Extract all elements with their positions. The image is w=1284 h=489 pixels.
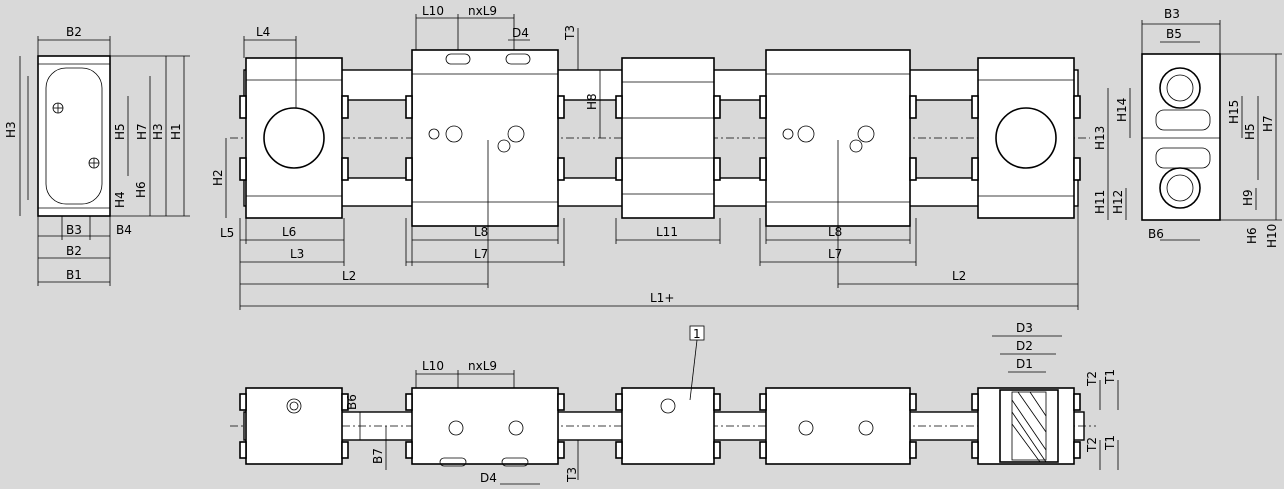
dim-L8-left: L8	[474, 225, 488, 239]
dim-right-B6: B6	[1148, 227, 1164, 241]
dim-L3: L3	[290, 247, 304, 261]
dim-D3: D3	[1016, 321, 1033, 335]
dim-left-H3-b: H3	[151, 123, 165, 140]
dim-L4: L4	[256, 25, 270, 39]
dim-left-H5: H5	[113, 123, 127, 140]
dim-B7: B7	[371, 448, 385, 464]
dim-H8: H8	[585, 93, 599, 110]
dim-left-B2-top: B2	[66, 25, 82, 39]
dim-L11: L11	[656, 225, 678, 239]
carriage-block-1	[411, 49, 559, 227]
dim-L2-left: L2	[342, 269, 356, 283]
dim-H2: H2	[211, 169, 225, 186]
dim-left-H3-a: H3	[4, 121, 18, 138]
dim-L2-right: L2	[952, 269, 966, 283]
dim-D4-bottom: D4	[480, 471, 497, 485]
dim-left-B4: B4	[116, 223, 132, 237]
dim-D2: D2	[1016, 339, 1033, 353]
front-view: L4 L10 nxL9 D4 T3 H2 H8 L5 L6 L3 L2 L8 L…	[211, 4, 1090, 310]
dim-T3-top: T3	[563, 25, 577, 41]
end-block-left	[245, 57, 343, 219]
dim-right-H9: H9	[1241, 189, 1255, 206]
dim-T1-lower: T1	[1103, 435, 1117, 451]
dim-right-H11: H11	[1093, 190, 1107, 214]
left-end-view: B2 H3 H5 H7 H3 H1 H6 H4 B3 B4 B2 B1	[4, 25, 190, 286]
dim-T3-bottom: T3	[565, 467, 579, 483]
dim-L7-left: L7	[474, 247, 488, 261]
dim-right-H7: H7	[1261, 115, 1275, 132]
dim-D1: D1	[1016, 357, 1033, 371]
dim-right-H6: H6	[1245, 227, 1259, 244]
dim-D4-top: D4	[512, 26, 529, 40]
dim-L6: L6	[282, 225, 296, 239]
dim-left-B2-bottom: B2	[66, 244, 82, 258]
callout-1: 1	[693, 327, 701, 341]
dim-left-H4: H4	[113, 191, 127, 208]
dim-nxL9-bottom: nxL9	[468, 359, 497, 373]
dim-L10-bottom: L10	[422, 359, 444, 373]
dim-right-H10: H10	[1265, 224, 1279, 248]
dim-L8-right: L8	[828, 225, 842, 239]
dim-left-B3: B3	[66, 223, 82, 237]
dim-left-H7: H7	[135, 123, 149, 140]
dim-right-H15: H15	[1227, 100, 1241, 124]
dim-T2-lower: T2	[1085, 437, 1099, 453]
dim-L7-right: L7	[828, 247, 842, 261]
center-block	[621, 57, 715, 219]
dim-right-H5: H5	[1243, 123, 1257, 140]
dim-B6-bottom: B6	[345, 394, 359, 410]
dim-left-H1: H1	[169, 123, 183, 140]
dim-right-H13: H13	[1093, 126, 1107, 150]
dim-nxL9-top: nxL9	[468, 4, 497, 18]
dim-L5: L5	[220, 226, 234, 240]
dim-T2-upper: T2	[1085, 371, 1099, 387]
dim-right-H12: H12	[1111, 190, 1125, 214]
dim-T1-upper: T1	[1103, 369, 1117, 385]
dim-right-H14: H14	[1115, 98, 1129, 122]
dim-left-B1: B1	[66, 268, 82, 282]
dim-L1-total: L1+	[650, 291, 674, 305]
dim-L10-top: L10	[422, 4, 444, 18]
dim-right-B3: B3	[1164, 7, 1180, 21]
right-end-view: B3 B5 H14 H13 H15 H5 H7 H11 H12 H9 B6 H6…	[1093, 7, 1282, 248]
dim-left-H6: H6	[134, 181, 148, 198]
bottom-view: 1 L10 nxL9 B6 B7 D4 T3 D3 D2 D1 T2 T1 T2…	[230, 321, 1119, 485]
dim-right-B5: B5	[1166, 27, 1182, 41]
